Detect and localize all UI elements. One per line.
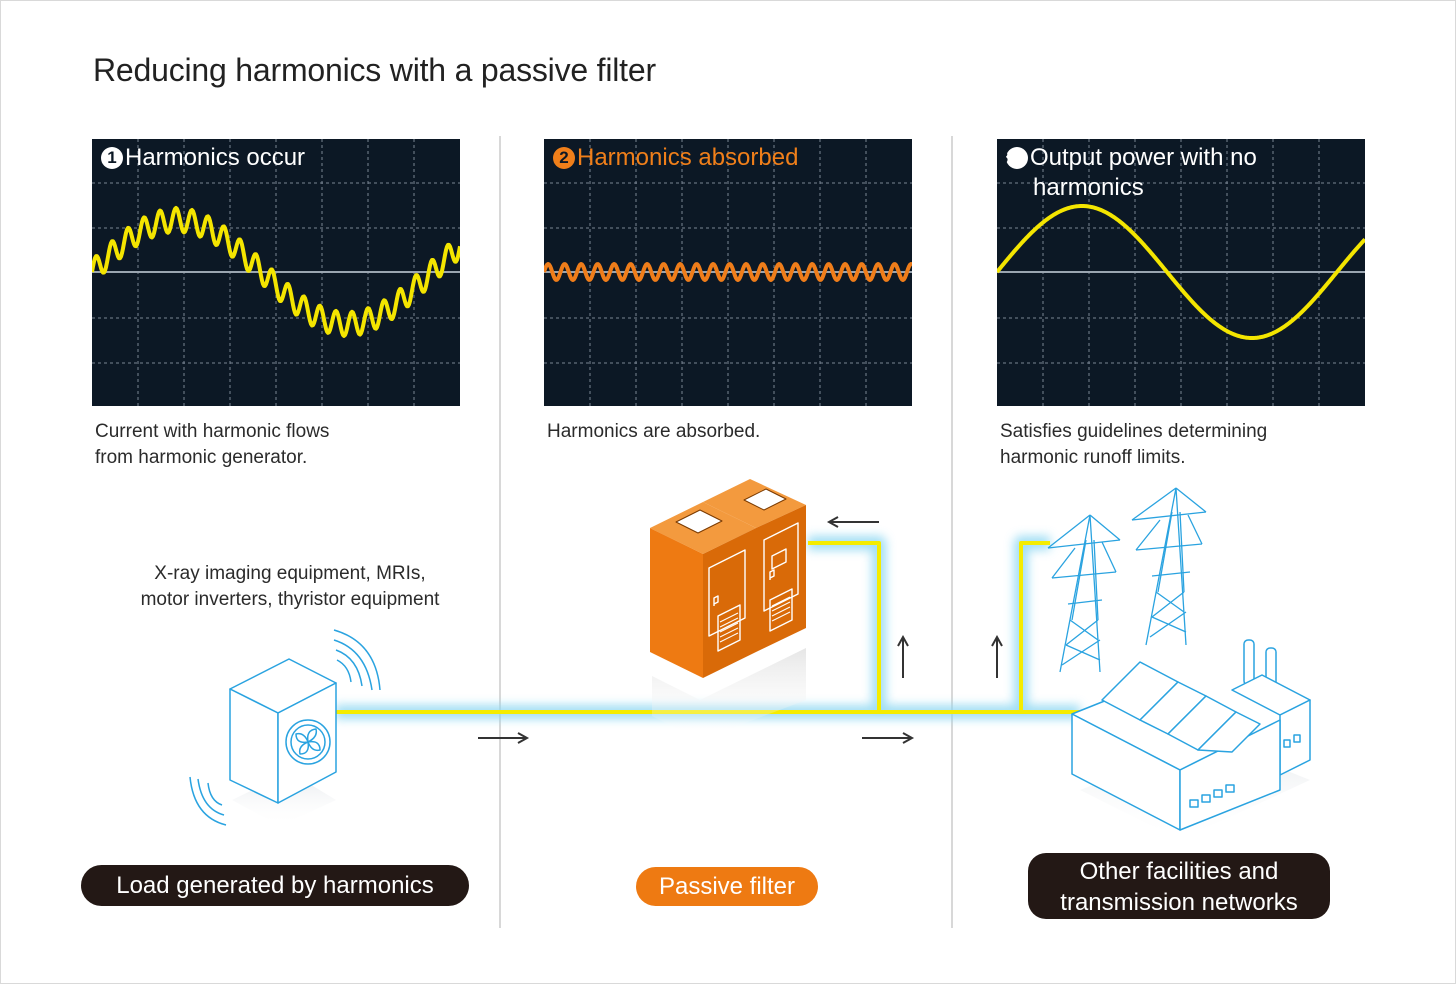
arrow-right-icon (478, 732, 530, 744)
oscilloscope-grid-2 (544, 139, 912, 406)
panel-3-caption: Satisfies guidelines determining harmoni… (1000, 421, 1268, 468)
load-description: X-ray imaging equipment, MRIs, motor inv… (140, 563, 440, 610)
other-facilities-label: Other facilities and transmission networ… (1028, 853, 1330, 919)
arrow-right-icon (862, 732, 915, 744)
panel-1-caption: Current with harmonic flows from harmoni… (95, 421, 330, 468)
clean-sine-waveform (997, 204, 1365, 340)
panel-1-title-text: Harmonics occur (125, 144, 306, 171)
arrow-left-icon (826, 516, 879, 528)
load-label: Load generated by harmonics (81, 865, 469, 906)
panel-2-title-text: Harmonics absorbed (577, 144, 799, 171)
sound-wave-icon (333, 629, 381, 691)
transmission-tower-icon (1047, 487, 1207, 673)
sound-wave-icon (189, 776, 227, 826)
passive-filter-label: Passive filter (636, 867, 818, 906)
number-2-icon: 2 (553, 147, 575, 169)
oscilloscope-grid-1 (92, 139, 460, 406)
panel-divider (951, 136, 953, 928)
panel-3-title-text: Output power with no harmonics (1030, 144, 1257, 201)
panel-2-caption: Harmonics are absorbed. (547, 421, 761, 442)
number-1-icon: 1 (101, 147, 123, 169)
oscilloscope-grid-3 (997, 139, 1365, 406)
number-3-icon: 3 (999, 147, 1028, 169)
arrow-up-icon (897, 634, 909, 678)
fan-unit-icon (229, 658, 337, 826)
diagram-title: Reducing harmonics with a passive filter (93, 52, 656, 88)
passive-filter-cabinet-icon (650, 479, 806, 740)
harmonic-waveform (544, 262, 912, 282)
arrow-up-icon (991, 634, 1003, 678)
distorted-waveform (92, 206, 460, 338)
factory-icon (1071, 639, 1311, 840)
panel-divider (499, 136, 501, 928)
